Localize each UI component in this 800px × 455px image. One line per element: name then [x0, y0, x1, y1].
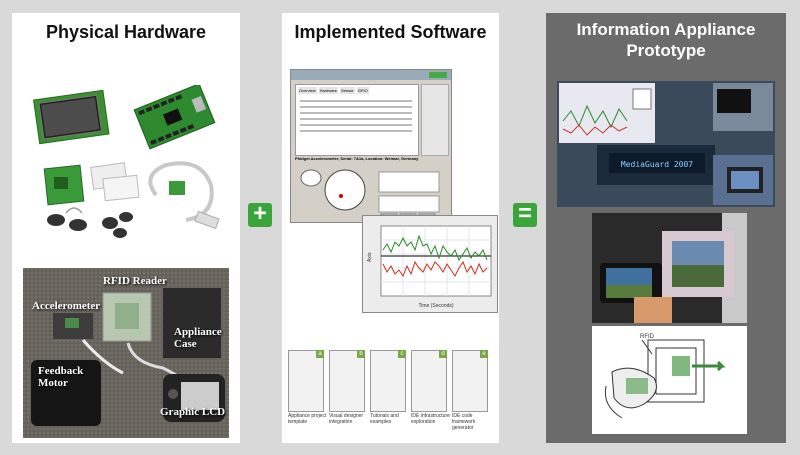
device-rows [300, 100, 412, 132]
sensor-view [300, 169, 440, 220]
prototype-title-line1: Information Appliance [576, 20, 756, 39]
prototype-panel: Information Appliance Prototype MediaGua… [546, 13, 786, 443]
accelerometer-graph: Time (Seconds) Axis [367, 225, 492, 309]
thumbnail-b: b [329, 350, 365, 412]
appliance-case-label: Appliance Case [174, 326, 222, 350]
thumbnail-c-caption: Tutorials and examples [370, 413, 399, 425]
software-main-window: Overview Hardware Sensor GPIO Phidget Ac… [290, 69, 452, 223]
graphic-lcd-label: Graphic LCD [160, 406, 226, 418]
device-header: Phidget Accelerometer, Serial: 7A1a, Loc… [295, 156, 419, 161]
sketch-label: RFID [640, 334, 655, 340]
thumbnail-a-caption: Appliance project template [288, 413, 327, 425]
hardware-title: Physical Hardware [45, 22, 207, 42]
accelerometer-label: Accelerometer [32, 300, 101, 312]
device-tabs: Overview Hardware Sensor GPIO [296, 85, 418, 96]
connect-button[interactable] [429, 72, 447, 78]
software-title: Implemented Software [294, 22, 487, 42]
device-list: Overview Hardware Sensor GPIO [295, 84, 419, 156]
interaction-sketch: RFID [592, 326, 747, 434]
tab-sensor[interactable]: Sensor [340, 87, 355, 94]
hardware-components-photo [32, 85, 220, 238]
hardware-panel: Physical Hardware [12, 13, 240, 443]
prototype-collage-photo: MediaGuard 2007 [557, 81, 775, 207]
side-panel [421, 84, 449, 156]
thumbnail-a: a [288, 350, 324, 412]
thumbnail-e: e [452, 350, 488, 412]
graph-ylabel: Axis [367, 252, 373, 262]
window-titlebar [291, 70, 451, 80]
picture-frame-photo [592, 213, 747, 323]
prototype-title: Information Appliance Prototype [546, 19, 786, 61]
lcd-text: MediaGuard 2007 [621, 160, 693, 169]
graph-xlabel: Time (Seconds) [418, 303, 453, 309]
tab-gpio[interactable]: GPIO [356, 87, 369, 94]
plus-operator: + [248, 202, 272, 227]
thumbnail-e-caption: IDE code framework generator [452, 413, 476, 431]
thumbnail-d: d [411, 350, 447, 412]
feedback-motor-label: Feedback Motor [38, 365, 84, 389]
tab-overview[interactable]: Overview [298, 87, 317, 94]
software-panel: Implemented Software Overview Hardware S… [282, 13, 499, 443]
graph-window: Time (Seconds) Axis [362, 215, 498, 313]
assembled-hardware-photo [23, 268, 229, 438]
prototype-title-line2: Prototype [626, 41, 706, 60]
rfid-reader-label: RFID Reader [103, 275, 167, 287]
thumbnail-d-caption: IDE infrastructure exploration [411, 413, 450, 425]
thumbnail-b-caption: Visual designer integration [329, 413, 364, 425]
thumbnail-c: c [370, 350, 406, 412]
tab-hardware[interactable]: Hardware [318, 87, 339, 94]
equals-operator: = [513, 202, 537, 227]
